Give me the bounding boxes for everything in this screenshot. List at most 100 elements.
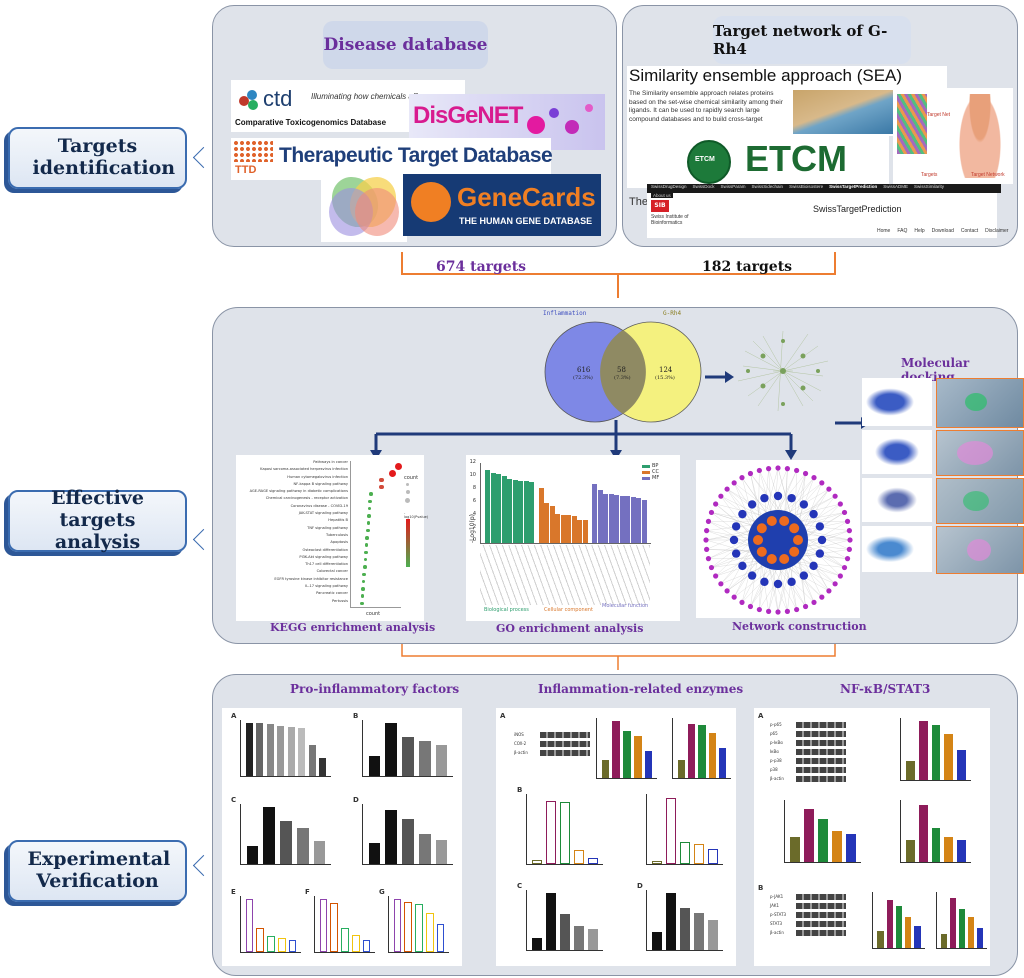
net-node-mid <box>773 579 783 589</box>
net-node-outer <box>837 501 843 507</box>
kegg-dot <box>360 601 364 606</box>
result-bar <box>532 859 542 864</box>
result-bar <box>950 897 957 948</box>
target-network-panel: Target network of G-Rh4 Similarity ensem… <box>622 5 1018 247</box>
western-blot-band <box>796 767 846 773</box>
result-bar <box>368 843 381 864</box>
swiss-nav-item[interactable]: SwissSidechain <box>751 184 784 189</box>
kegg-dot <box>363 557 368 562</box>
net-node-outer <box>794 606 800 613</box>
kegg-term-label: Pertussis <box>331 598 348 603</box>
kegg-term-label: Tuberculosis <box>325 532 348 537</box>
kegg-dot <box>364 543 369 547</box>
result-bar <box>588 929 598 950</box>
kegg-dot <box>366 521 371 525</box>
net-node-core <box>756 523 767 534</box>
net-node-mid <box>815 522 825 531</box>
western-blot-band <box>540 732 590 738</box>
swiss-link[interactable]: Contact <box>960 228 979 234</box>
net-node-outer <box>705 518 712 524</box>
etcm-logo-icon <box>687 140 731 184</box>
result-bar <box>296 828 309 864</box>
go-bar <box>560 515 566 543</box>
bar-panel: B <box>353 712 453 777</box>
go-bar <box>571 515 577 543</box>
net-node-outer <box>718 493 724 499</box>
branch-arrows <box>370 420 797 460</box>
kegg-term-label: Chemical carcinogenesis - receptor activ… <box>265 496 348 501</box>
net-node-mid <box>817 535 827 545</box>
go-label: GO enrichment analysis <box>496 622 644 635</box>
result-bar <box>402 736 414 776</box>
net-node-outer <box>832 581 838 587</box>
go-bar <box>544 503 549 543</box>
ppi-network <box>737 330 829 412</box>
result-bar <box>666 797 676 864</box>
swiss-nav-item[interactable]: SwissDrugDesign <box>651 184 687 189</box>
result-bar <box>319 758 327 776</box>
stage-experimental-verification: Experimental Verification <box>8 840 187 902</box>
result-bar <box>698 725 706 778</box>
net-node-outer <box>708 564 715 571</box>
net-node-mid <box>747 571 757 580</box>
bar-panel <box>872 892 925 949</box>
bar-panel <box>900 718 971 781</box>
swiss-nav-item[interactable]: SwissParam <box>720 184 746 189</box>
result-bar <box>415 904 423 952</box>
kegg-term-label: AGE-RAGE signaling pathway in diabetic c… <box>249 489 348 494</box>
kegg-dot <box>367 506 372 511</box>
kegg-dot <box>379 477 384 483</box>
result-bar <box>918 721 928 780</box>
swiss-link[interactable]: Home <box>877 228 891 234</box>
net-node-outer <box>703 537 709 543</box>
swiss-link[interactable]: Disclaimer <box>985 228 1009 234</box>
kegg-dot <box>367 514 371 518</box>
kegg-term-label: Pancreatic cancer <box>316 591 348 596</box>
western-blot-band <box>796 776 846 782</box>
bar-panel <box>596 718 657 779</box>
swiss-link[interactable]: FAQ <box>897 228 908 234</box>
swiss-link[interactable]: Download <box>931 228 954 234</box>
kegg-term-label: Human cytomegalovirus infection <box>287 474 348 479</box>
net-node-outer <box>844 518 851 524</box>
kegg-dot <box>379 484 384 490</box>
swiss-nav-item[interactable]: SwissDock <box>692 184 715 189</box>
swiss-box: SwissDrugDesign SwissDock SwissParam Swi… <box>647 184 1008 238</box>
net-node-outer <box>844 556 851 562</box>
swiss-link[interactable]: Help <box>914 228 925 234</box>
swiss-nav-item[interactable]: SwissSimilarity <box>914 184 945 189</box>
result-bar <box>708 848 718 864</box>
kegg-term-label: Osteoclast differentiation <box>302 547 348 552</box>
network-image: Targets Target Network Target Net <box>893 88 1013 184</box>
net-node-mid <box>787 493 796 503</box>
swiss-nav-item[interactable]: SwissTargetPrediction <box>829 184 878 189</box>
net-node-outer <box>747 603 754 610</box>
kegg-term-label: Apoptosis <box>330 540 348 545</box>
net-node-core <box>779 554 790 565</box>
net-node-outer <box>718 581 724 587</box>
swiss-nav-item[interactable]: SwissBioisostere <box>789 184 824 189</box>
swiss-about-link[interactable]: About us <box>651 193 673 198</box>
swiss-nav-item[interactable]: SwissADME <box>883 184 909 189</box>
net-node-outer <box>811 599 817 605</box>
ttd-dots-icon <box>233 140 273 162</box>
result-bar <box>245 722 253 776</box>
result-bar <box>532 938 542 950</box>
net-node-mid <box>738 561 747 571</box>
heading-nfkb: NF-κB/STAT3 <box>840 682 931 696</box>
western-blot-band <box>540 750 590 756</box>
docking-images <box>862 378 1024 574</box>
result-bar <box>278 938 286 952</box>
bar-panel <box>646 794 723 865</box>
kegg-term-label: Kaposi sarcoma-associated herpesvirus in… <box>260 467 348 472</box>
result-bar <box>560 802 570 864</box>
bar-panel <box>936 892 987 949</box>
genecards-logo: GeneCards THE HUMAN GENE DATABASE <box>403 174 601 236</box>
bar-panel <box>672 718 731 779</box>
net-node-outer <box>819 594 825 600</box>
result-bar <box>944 733 954 780</box>
